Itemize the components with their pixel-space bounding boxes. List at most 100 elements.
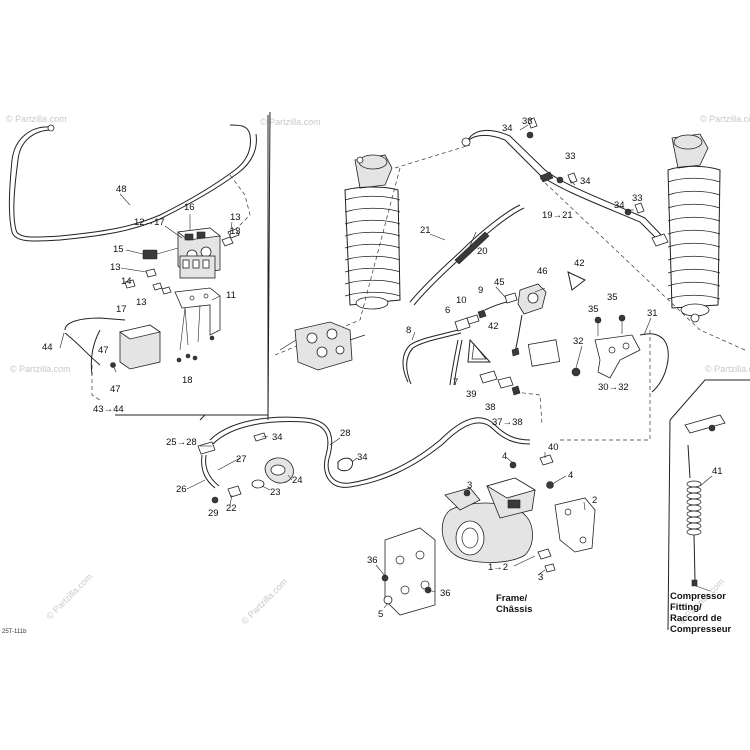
manifold-block-center	[279, 321, 366, 371]
watermark-mid-left: © Partzilla.com	[10, 364, 71, 374]
label-15: 15	[113, 244, 124, 255]
compressor-note-line4: Compresseur	[670, 624, 732, 635]
compressor-note-line2: Fitting/	[670, 602, 702, 613]
compressor-fitting-note: Compressor Fitting/ Raccord de Compresse…	[670, 591, 732, 635]
label-42-b: 42	[488, 321, 499, 332]
coiled-tube-41	[684, 414, 726, 587]
frame-note: Frame/ Châssis	[496, 593, 532, 615]
label-31: 31	[647, 308, 658, 319]
harness-43-44	[64, 317, 126, 401]
frame-note-line1: Frame/	[496, 593, 528, 604]
label-28: 28	[340, 428, 351, 439]
label-39: 39	[466, 389, 477, 400]
clamp-42-top	[567, 271, 586, 291]
label-11: 11	[226, 290, 236, 301]
dashed-hose-route-37	[514, 391, 543, 426]
leader-lines	[59, 124, 713, 609]
clamp-42-mid	[467, 338, 492, 363]
label-46: 46	[537, 266, 548, 277]
right-shock-absorber	[667, 133, 721, 323]
label-24: 24	[292, 475, 303, 486]
watermark-bottom-left: © Partzilla.com	[44, 571, 94, 621]
label-44: 44	[42, 342, 53, 353]
drawing-code: 25T-111b	[2, 629, 27, 635]
label-20: 20	[477, 246, 488, 257]
label-23: 23	[270, 487, 281, 498]
dashed-link-bracket	[560, 330, 651, 441]
hose-7	[449, 339, 463, 386]
label-34-a: 34	[502, 123, 513, 134]
label-47-b: 47	[110, 384, 121, 395]
label-6: 6	[445, 305, 450, 316]
fittings-37-39	[479, 370, 521, 396]
label-12-17: 12→17	[134, 217, 165, 228]
valve-bank	[179, 255, 216, 279]
frame-note-line2: Châssis	[496, 604, 532, 615]
label-34-c: 34	[614, 200, 625, 211]
label-27: 27	[236, 454, 247, 465]
label-34-d: 34	[272, 432, 283, 443]
fasteners-3-4-36-5-40	[381, 454, 556, 605]
label-36-b: 36	[440, 588, 451, 599]
label-1-2: 1→2	[488, 562, 508, 573]
label-35-a: 35	[588, 304, 599, 315]
label-8: 8	[406, 325, 411, 336]
hose-8	[402, 329, 462, 385]
label-38: 38	[485, 402, 496, 413]
left-shock-absorber	[344, 154, 401, 310]
bracket-frame	[384, 527, 436, 616]
watermark-top-left: © Partzilla.com	[6, 114, 67, 124]
label-14: 14	[121, 276, 132, 287]
hose-20-21	[409, 204, 525, 306]
label-10: 10	[456, 295, 467, 306]
label-36-a: 36	[367, 555, 378, 566]
label-42-a: 42	[574, 258, 585, 269]
compressor-note-line1: Compressor	[670, 591, 726, 602]
panel-dividers	[115, 111, 750, 631]
screws-47-18	[110, 335, 215, 373]
label-25-28: 25→28	[166, 437, 197, 448]
hose-28	[209, 416, 531, 488]
connector-15	[142, 247, 179, 260]
washer-23-22-29	[211, 479, 265, 504]
fittings-6-10-9	[454, 299, 516, 332]
fittings-33-34	[526, 117, 645, 216]
relay-module	[119, 324, 161, 370]
label-19-21: 19→21	[542, 210, 573, 221]
label-32: 32	[573, 336, 584, 347]
watermark-center-top: © Partzilla.com	[260, 117, 321, 127]
label-40: 40	[548, 442, 559, 453]
fitting-block-25-28	[197, 441, 220, 489]
watermark-center-bottom: © Partzilla.com	[239, 576, 289, 626]
label-5: 5	[378, 609, 383, 620]
label-33-a: 33	[522, 116, 533, 127]
label-3-b: 3	[538, 572, 543, 583]
label-26: 26	[176, 484, 187, 495]
label-33-c: 33	[632, 193, 643, 204]
label-21: 21	[420, 225, 431, 236]
label-30-32: 30→32	[598, 382, 629, 393]
label-33-b: 33	[565, 151, 576, 162]
label-45: 45	[494, 277, 505, 288]
label-4-b: 4	[568, 470, 573, 481]
label-22: 22	[226, 503, 237, 514]
screws-35	[594, 314, 626, 336]
harness-connection-dashed	[229, 174, 251, 231]
bolt-34-lower	[253, 432, 267, 442]
solenoid-46	[504, 283, 547, 357]
part-labels: 48 16 12→17 13 13 15 13 14 17 13 11 44 4…	[42, 116, 723, 620]
label-34-b: 34	[580, 176, 591, 187]
compressor	[441, 477, 536, 563]
label-13-b: 13	[230, 226, 241, 237]
label-17: 17	[116, 304, 127, 315]
label-41: 41	[712, 466, 723, 477]
label-13-c: 13	[110, 262, 121, 273]
mounting-plate-2	[554, 497, 596, 553]
hose-31	[639, 333, 669, 393]
label-13-d: 13	[136, 297, 147, 308]
compressor-note-line3: Raccord de	[670, 613, 722, 624]
label-35-b: 35	[607, 292, 618, 303]
label-3-a: 3	[467, 480, 472, 491]
label-34-e: 34	[357, 452, 368, 463]
